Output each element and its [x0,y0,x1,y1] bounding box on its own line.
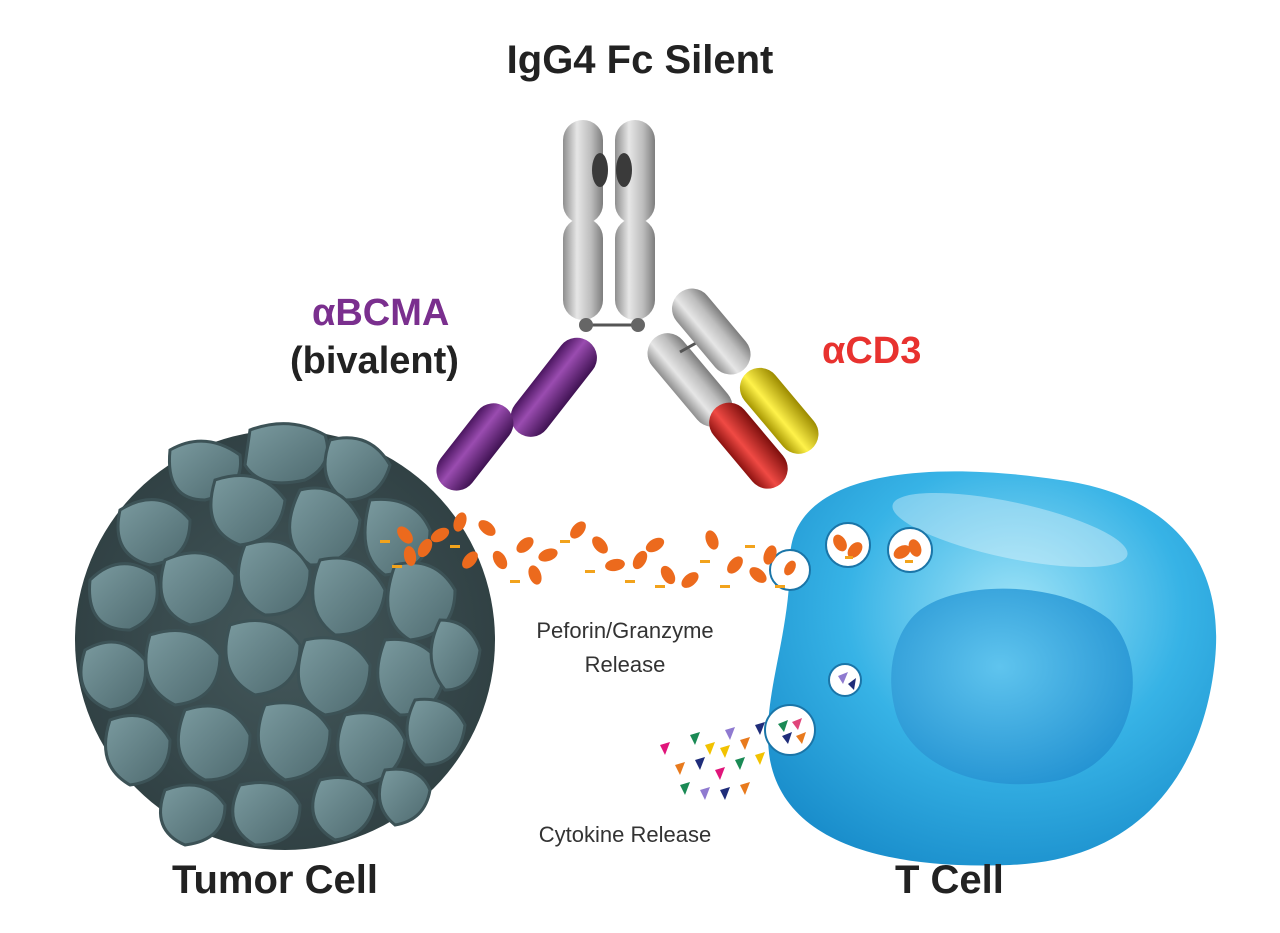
cytokine-vesicle [828,663,862,697]
hinge-joint [631,318,645,332]
fc-domain [563,120,603,224]
cytokine-vesicle [764,704,816,756]
fc-domain [563,218,603,320]
cytokine-release-label: Cytokine Release [538,822,712,847]
bcma-sublabel: (bivalent) [290,340,459,382]
bcma-domain [510,337,597,437]
fc-domain [615,120,655,224]
cd3-red-domain [709,402,788,489]
tumor-surface-cells [79,422,482,847]
hinge-joint [579,318,593,332]
bcma-domain [436,403,514,491]
t-cell-label: T Cell [895,858,1004,902]
perforin-granzyme-particles [380,512,785,588]
antibody [436,120,819,491]
bcma-label: αBCMA [312,292,450,334]
cytokine-particles [660,722,765,800]
tumor-cell [75,422,495,850]
fc-silencing-mark [592,153,608,187]
cd3-label: αCD3 [822,330,922,372]
tumor-cell-label: Tumor Cell [172,858,378,902]
perforin-release-line1: Peforin/Granzyme [536,618,714,643]
fc-silencing-mark [616,153,632,187]
diagram-title: IgG4 Fc Silent [506,38,774,82]
granule-vesicle [825,522,871,568]
perforin-release-label: Peforin/Granzyme Release [510,614,740,682]
fc-domain [615,218,655,320]
cd3-heavy-domain [647,333,733,427]
cd3-light-domain [672,288,751,375]
nucleus [891,588,1133,785]
perforin-release-line2: Release [584,652,666,677]
t-cell [764,471,1217,866]
cd3-yellow-domain [739,367,819,454]
